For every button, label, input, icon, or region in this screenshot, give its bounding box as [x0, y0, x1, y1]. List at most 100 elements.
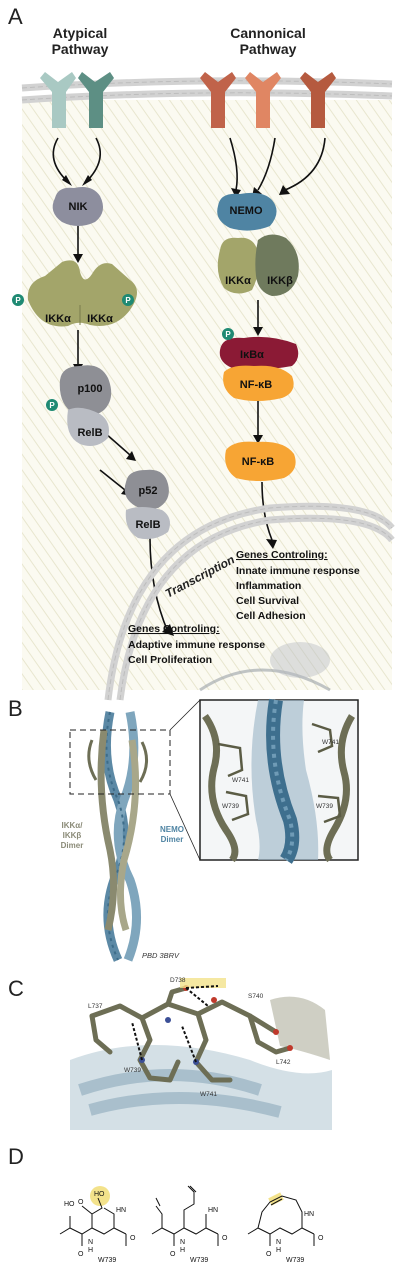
chem-label: W739	[286, 1257, 304, 1264]
atypical-receptor-1	[40, 72, 76, 128]
canonical-pathway-title: Cannonical	[230, 25, 305, 41]
ikkb-label: IKKβ	[267, 275, 293, 287]
chem-label: O	[318, 1235, 324, 1242]
chem-label: O	[266, 1251, 272, 1258]
pdb-id-label: PBD 3BRV	[142, 951, 180, 960]
inset-residue-label: W741	[322, 739, 339, 746]
chem-label: W739	[190, 1257, 208, 1264]
phospho-badge-ikka-right: P	[122, 294, 134, 306]
phospho-badge-p100: P	[46, 399, 58, 411]
ikka-left-label: IKKα	[45, 313, 71, 325]
chemical-structure-3-labels: HN N H O O W739	[266, 1211, 324, 1264]
chem-label: HN	[304, 1211, 314, 1218]
panel-label-a: A	[8, 4, 23, 29]
chem-label: HO	[94, 1191, 105, 1198]
chem-label: H	[88, 1247, 93, 1254]
chemical-structure-1	[59, 1186, 127, 1246]
ikk-dimer-label-line3: Dimer	[61, 841, 84, 850]
nemo-dimer-label: NEMO	[160, 825, 184, 834]
ikka-dimer-atypical: IKKα IKKα	[27, 260, 137, 327]
chem-label: HN	[208, 1207, 218, 1214]
canonical-gene-item: Cell Survival	[236, 595, 299, 607]
canonical-genes-heading: Genes Controling:	[236, 549, 328, 561]
canonical-genes-box: Genes Controling: Innate immune response…	[236, 549, 360, 622]
relb-label-1: RelB	[77, 427, 102, 439]
canonical-receptor-2	[245, 72, 281, 128]
chem-label: W739	[98, 1257, 116, 1264]
residue-label-w741: W741	[200, 1091, 217, 1098]
canonical-receptor-3	[300, 72, 336, 128]
zoom-region-box	[69, 729, 171, 795]
ikk-complex: NEMO IKKα IKKβ	[217, 192, 299, 296]
canonical-receptor-1	[200, 72, 236, 128]
residue-contacts-structure	[70, 978, 332, 1130]
atypical-genes-box: Genes Controling: Adaptive immune respon…	[128, 623, 265, 666]
nucleus	[104, 502, 395, 701]
chem-label: H	[276, 1247, 281, 1254]
panel-label-b: B	[8, 696, 23, 721]
p52-label: p52	[139, 485, 158, 497]
atypical-genes-heading: Genes Controling:	[128, 623, 220, 635]
residue-label-s740: S740	[248, 993, 264, 1000]
p100-relb-complex: p100 RelB	[59, 365, 112, 446]
atypical-gene-item: Cell Proliferation	[128, 654, 212, 666]
atypical-receptor-2	[78, 72, 114, 128]
atypical-pathway-title-line2: Pathway	[52, 41, 109, 57]
svg-text:P: P	[225, 330, 231, 339]
svg-text:P: P	[15, 296, 21, 305]
ikka-label: IKKα	[225, 275, 251, 287]
inset-residue-label: W741	[232, 777, 249, 784]
chemical-structure-1-labels: HO O HO HN N H O O W739	[64, 1191, 136, 1264]
chem-label: N	[180, 1239, 185, 1246]
ikba-nfkb-complex: IκBα NF-κB	[219, 336, 299, 401]
chem-label: N	[276, 1239, 281, 1246]
residue-label-l742: L742	[276, 1059, 291, 1066]
chem-label: O	[130, 1235, 136, 1242]
canonical-pathway-title-line2: Pathway	[240, 41, 297, 57]
chem-label: O	[78, 1251, 84, 1258]
atypical-pathway-title: Atypical	[53, 25, 107, 41]
nemo-label: NEMO	[230, 205, 263, 217]
p100-label: p100	[77, 383, 102, 395]
chem-label: HN	[116, 1207, 126, 1214]
chem-label: O	[170, 1251, 176, 1258]
canonical-gene-item: Inflammation	[236, 580, 301, 592]
canonical-gene-item: Cell Adhesion	[236, 610, 306, 622]
chemical-structure-3	[247, 1192, 315, 1246]
nik-label: NIK	[69, 201, 88, 213]
ikk-dimer-label-line2: IKKβ	[63, 831, 82, 840]
panel-label-c: C	[8, 976, 24, 1001]
nemo-dimer-label-line2: Dimer	[161, 835, 184, 844]
chem-label: O	[222, 1235, 228, 1242]
phospho-badge-ikka-left: P	[12, 294, 24, 306]
inset-residue-label: W739	[316, 803, 333, 810]
ikba-label: IκBα	[240, 349, 264, 361]
nik-protein: NIK	[52, 187, 104, 226]
residue-label-l737: L737	[88, 1003, 103, 1010]
nemo-ikk-helix-structure	[87, 711, 148, 962]
p52-relb-complex: p52 RelB	[124, 469, 170, 540]
inset-residue-label: W739	[222, 803, 239, 810]
arrows-canonical	[229, 137, 326, 541]
phospho-badge-ikba: P	[222, 328, 234, 340]
zoom-connector-top	[169, 699, 201, 731]
nfkb-protein: NF-κB	[225, 441, 296, 481]
nfkb-label-2: NF-κB	[242, 456, 274, 468]
canonical-gene-item: Innate immune response	[236, 565, 360, 577]
chem-label: O	[78, 1199, 84, 1206]
residue-label-w739: W739	[124, 1067, 141, 1074]
relb-label-2: RelB	[135, 519, 160, 531]
ikk-dimer-label: IKKα/	[62, 821, 84, 830]
ikka-right-label: IKKα	[87, 313, 113, 325]
svg-text:P: P	[125, 296, 131, 305]
panel-label-d: D	[8, 1144, 24, 1169]
nfkb-label-1: NF-κB	[240, 379, 272, 391]
chem-label: N	[88, 1239, 93, 1246]
residue-label-d738: D738	[170, 977, 186, 984]
chemical-structure-2-labels: HN N H O O W739	[170, 1207, 228, 1264]
atypical-gene-item: Adaptive immune response	[128, 639, 265, 651]
chem-label: HO	[64, 1201, 75, 1208]
chem-label: H	[180, 1247, 185, 1254]
chemical-structure-2	[151, 1185, 219, 1246]
